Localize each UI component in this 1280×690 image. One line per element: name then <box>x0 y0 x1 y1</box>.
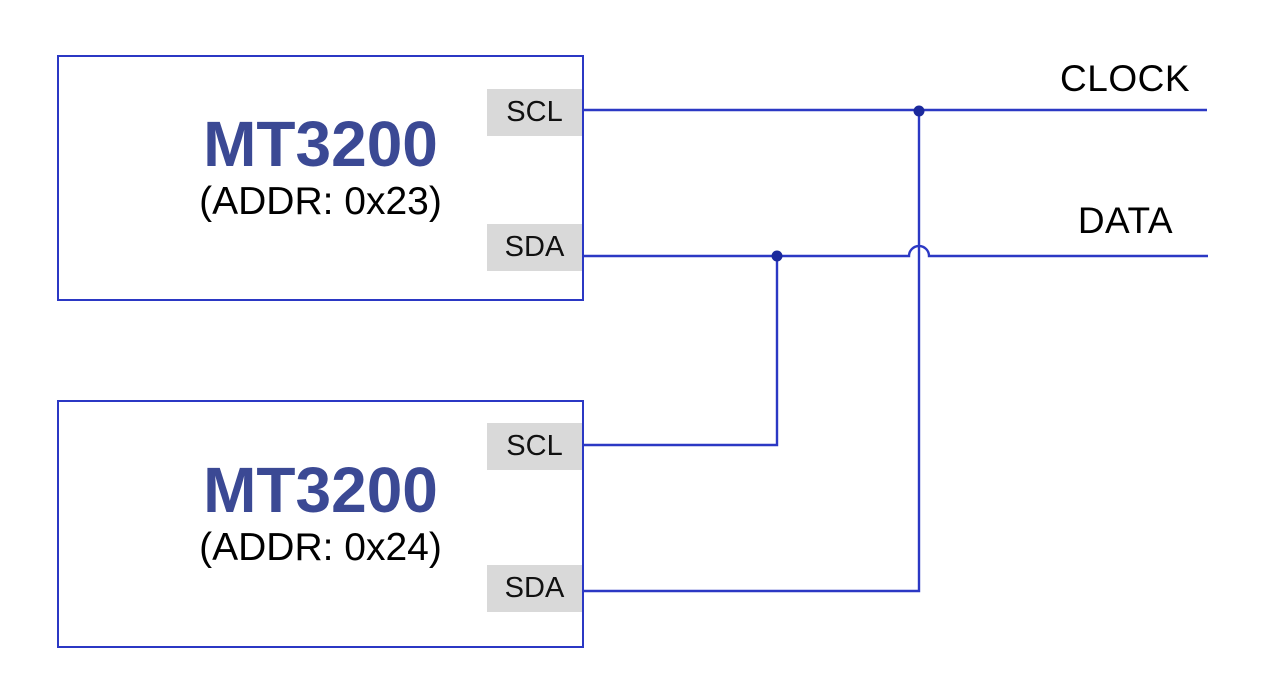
device-text-block: MT3200 (ADDR: 0x23) <box>199 108 442 224</box>
wire-device2-sda-to-clock-junction <box>584 111 921 593</box>
pin-label-device1-sda: SDA <box>487 224 582 271</box>
junction-dot-data <box>771 250 783 262</box>
wire-device2-scl-to-data-junction <box>584 256 779 447</box>
device-address: (ADDR: 0x24) <box>199 526 442 570</box>
device-title: MT3200 <box>203 108 438 181</box>
bus-label-clock: CLOCK <box>1060 58 1190 99</box>
wire-data-bus-with-hop <box>584 244 1208 258</box>
device-text-block: MT3200 (ADDR: 0x24) <box>199 454 442 570</box>
pin-label-device1-scl: SCL <box>487 89 582 136</box>
bus-label-data: DATA <box>1077 200 1173 241</box>
device-title: MT3200 <box>203 454 438 527</box>
pin-label-device2-scl: SCL <box>487 423 582 470</box>
junction-dot-clock <box>913 105 925 117</box>
pin-label-device2-sda: SDA <box>487 565 582 612</box>
device-address: (ADDR: 0x23) <box>199 180 442 224</box>
